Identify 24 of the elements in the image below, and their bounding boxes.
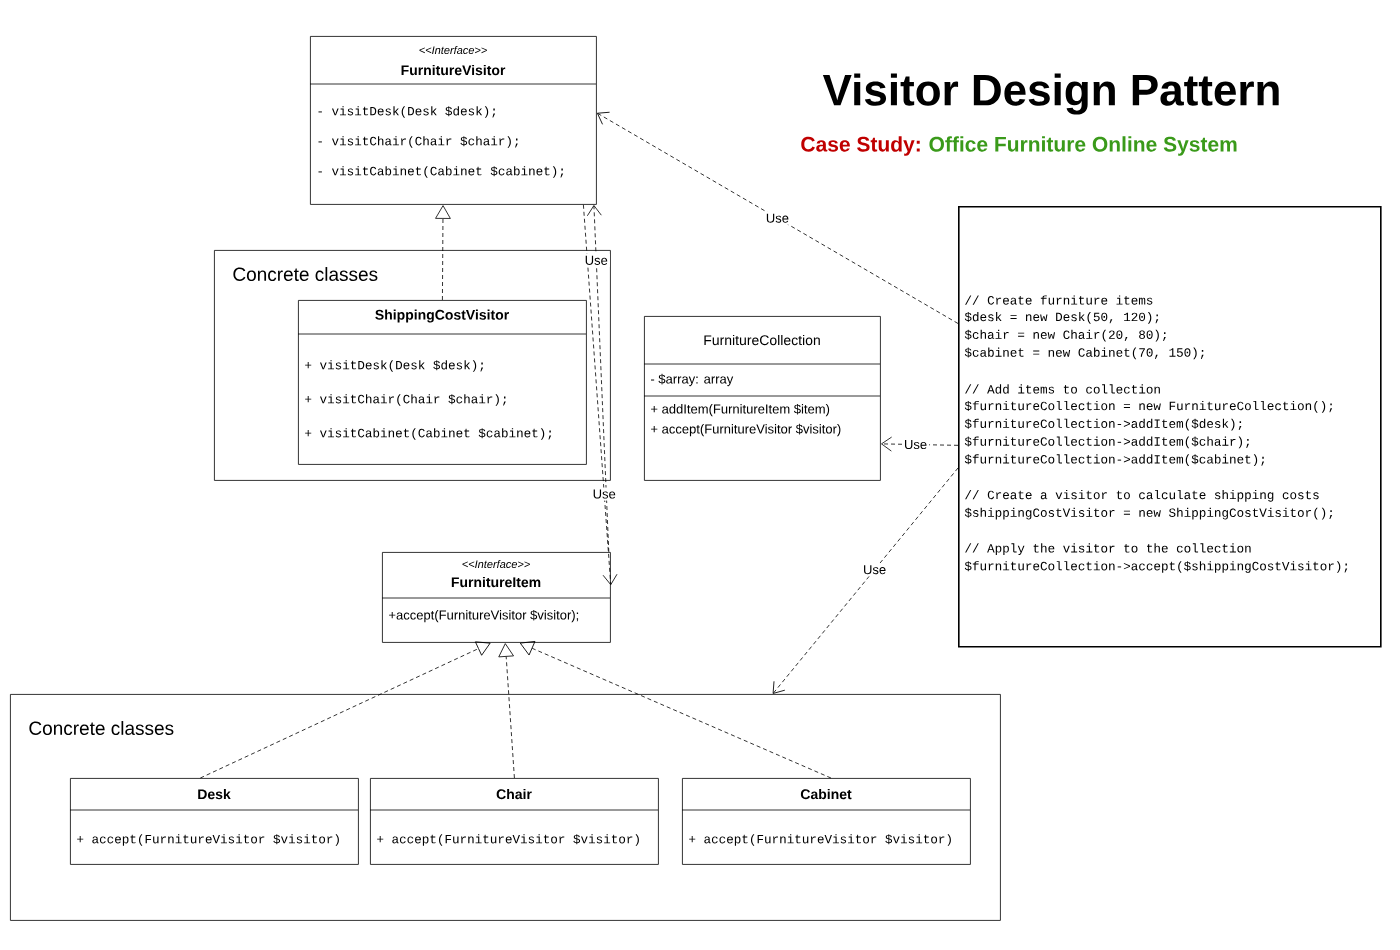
class-box (297, 300, 587, 465)
class-box (309, 36, 597, 205)
arrow (498, 643, 515, 779)
code-note (958, 206, 1382, 648)
class-box (681, 778, 971, 865)
arrow (583, 204, 618, 586)
arrow (199, 641, 491, 779)
arrow (772, 467, 959, 694)
arrow (519, 641, 832, 779)
subtitle: Office Furniture Online System (929, 136, 1237, 156)
class-box (369, 778, 659, 865)
class-box (69, 778, 359, 865)
package-frame (214, 250, 611, 481)
arrow (597, 111, 959, 324)
arrow (881, 436, 959, 452)
class-box (381, 552, 611, 643)
arrow (435, 205, 451, 301)
subtitle: Case Study: (801, 136, 920, 156)
package-title: Concrete classes (233, 267, 378, 281)
class-box (643, 316, 881, 481)
arrow (586, 205, 610, 553)
title: Visitor Design Pattern (822, 73, 1279, 115)
package-frame (10, 694, 1001, 921)
package-title: Concrete classes (29, 721, 174, 735)
